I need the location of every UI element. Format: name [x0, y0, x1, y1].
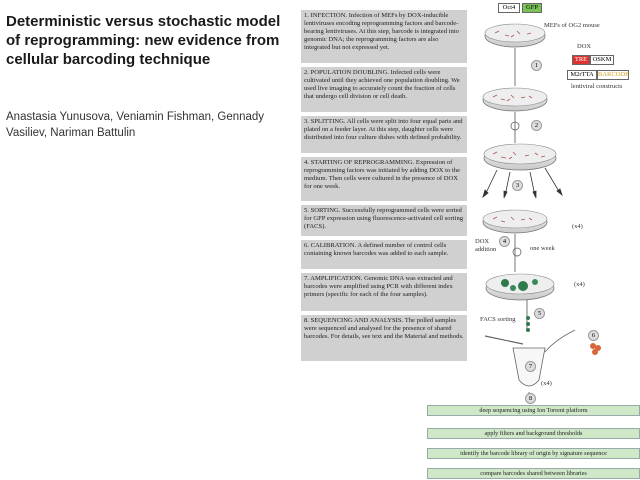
- one-week-label: one week: [530, 245, 555, 252]
- dish-5: [485, 273, 555, 301]
- pipeline-step-filters: apply filters and background thresholds: [427, 428, 640, 439]
- x4-label-2: (x4): [574, 281, 585, 288]
- oskm-box: OSKM: [590, 55, 614, 65]
- mefs-label: MEFs of OG2 mouse: [544, 22, 600, 29]
- step-number-2: 2: [531, 120, 542, 131]
- step-number-3: 3: [512, 180, 523, 191]
- m2rtta-box: M2rTTA: [567, 70, 597, 80]
- step-number-1: 1: [531, 60, 542, 71]
- lentiviral-label: lentiviral constructs: [571, 83, 623, 90]
- slide-title: Deterministic versus stochastic model of…: [6, 13, 281, 68]
- facs-label: FACS sorting: [480, 316, 516, 323]
- pipeline-step-compare: compare barcodes shared between librarie…: [427, 468, 640, 479]
- pipeline-step-identify: identify the barcode library of origin b…: [427, 448, 640, 459]
- gfp-box: GFP: [522, 3, 542, 13]
- step-number-7: 7: [525, 361, 536, 372]
- dish-1: [484, 23, 546, 48]
- tre-box: TRE: [572, 55, 590, 65]
- step-splitting: 3. SPLITTING. All cells were split into …: [301, 116, 467, 153]
- step-number-6: 6: [588, 330, 599, 341]
- dish-3: [483, 143, 557, 171]
- step-calibration: 6. CALIBRATION. A defined number of cont…: [301, 240, 467, 269]
- step-number-4: 4: [499, 236, 510, 247]
- step-amplification: 7. AMPLIFICATION. Genomic DNA was extrac…: [301, 273, 467, 311]
- step-number-8: 8: [525, 393, 536, 404]
- oct4-box: Oct4: [498, 3, 520, 13]
- barcode-box: BARCODE: [597, 70, 630, 80]
- step-population-doubling: 2. POPULATION DOUBLING. Infected cells w…: [301, 67, 467, 112]
- dish-4: [482, 209, 548, 234]
- x4-label-1: (x4): [572, 223, 583, 230]
- workflow-figure: [482, 23, 601, 400]
- dish-2: [482, 87, 548, 112]
- step-start-reprogramming: 4. STARTING OF REPROGRAMMING. Expression…: [301, 157, 467, 201]
- dox-addition-label: DOX addition: [475, 238, 497, 253]
- step-infection: 1. INFECTION. Infection of MEFs by DOX-i…: [301, 10, 467, 63]
- protocol-steps: 1. INFECTION. Infection of MEFs by DOX-i…: [301, 10, 467, 365]
- x4-label-3: (x4): [541, 380, 552, 387]
- dox-label: DOX: [577, 43, 592, 50]
- step-number-5: 5: [534, 308, 545, 319]
- step-sequencing: 8. SEQUENCING AND ANALYSIS. The polled s…: [301, 315, 467, 361]
- pipeline-step-sequencing: deep sequencing using Ion Torrent platfo…: [427, 405, 640, 416]
- step-sorting: 5. SORTING. Successfully reprogrammed ce…: [301, 205, 467, 236]
- slide-authors: Anastasia Yunusova, Veniamin Fishman, Ge…: [6, 111, 265, 139]
- tube: [484, 329, 601, 387]
